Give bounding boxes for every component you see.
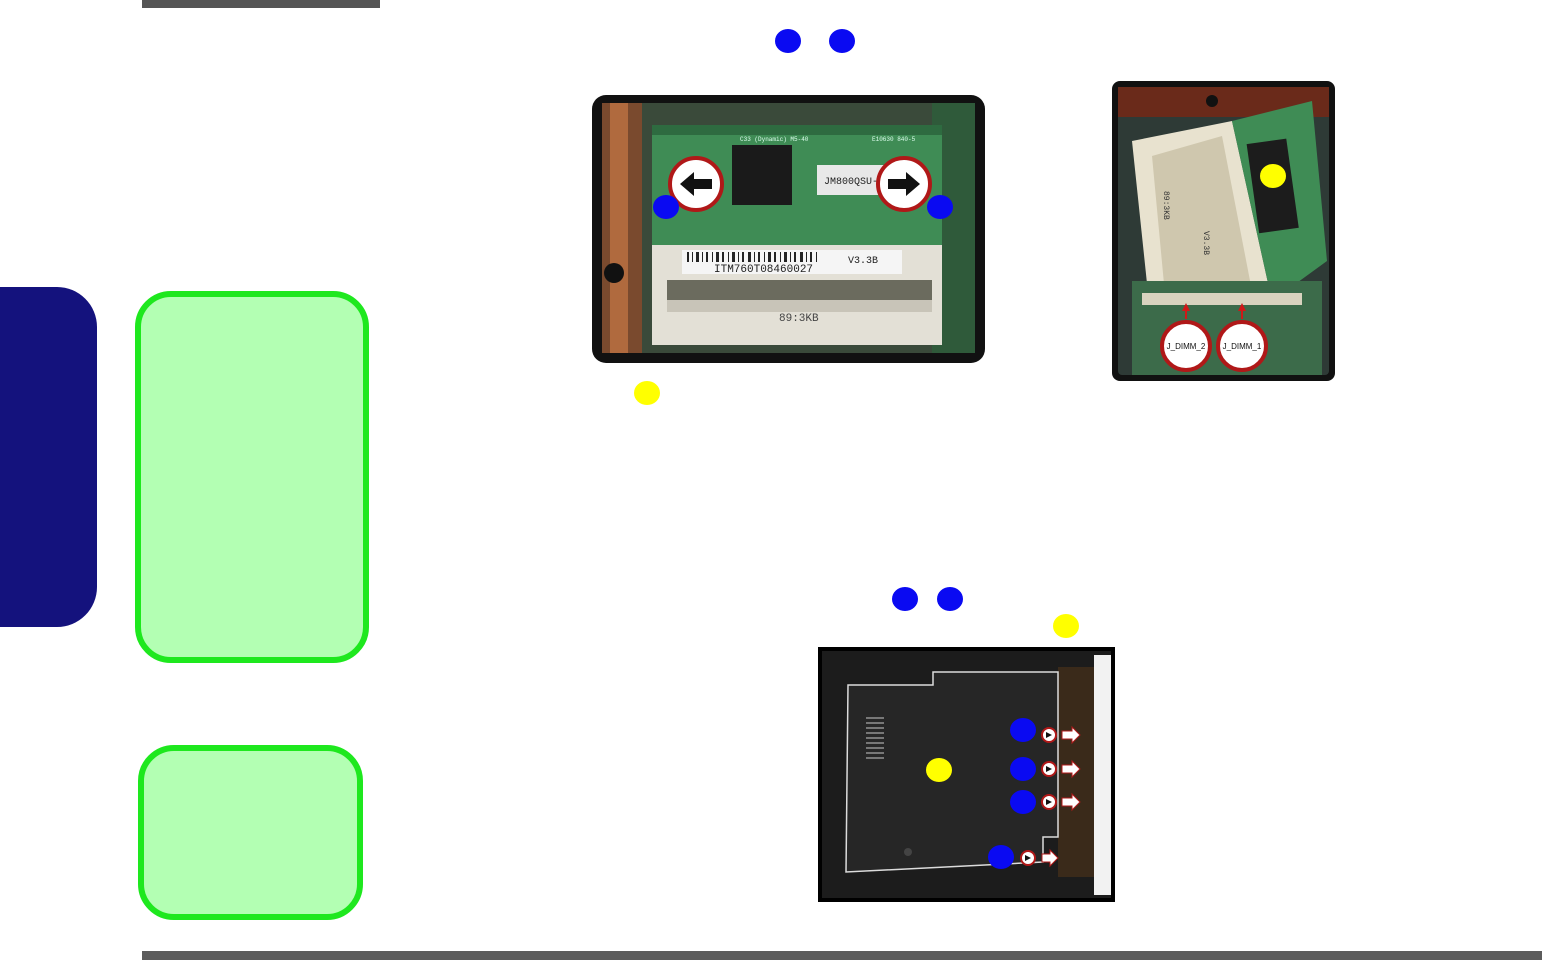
callout-dot-blue xyxy=(1010,790,1036,814)
footer-rule xyxy=(142,951,1542,960)
dimm-board-text-2: V3.3B xyxy=(1201,231,1210,255)
callout-dot-yellow xyxy=(926,758,952,782)
screw-arrow-icon xyxy=(1020,848,1059,868)
dimm-slots-photo: 89:3KB V3.3B J_DIMM_2 J_DIMM_1 xyxy=(1112,81,1335,381)
screw-arrow-icon xyxy=(1041,792,1081,812)
callout-dot-blue xyxy=(775,29,801,53)
screw-arrow-icon xyxy=(1041,759,1081,779)
screw-arrow-icon xyxy=(1041,725,1081,745)
callout-dot-yellow xyxy=(1260,164,1286,188)
callout-dot-blue xyxy=(829,29,855,53)
module-barcode-text: ITM760T08460027 xyxy=(714,264,813,276)
arrow-left-icon xyxy=(668,156,724,212)
callout-dot-yellow xyxy=(1053,614,1079,638)
sidebar-note-box xyxy=(135,291,369,663)
bottom-cover-photo xyxy=(818,647,1115,902)
memory-clips-photo: ITM760T08460027 V3.3B 89:3KB JM800QSU-1 … xyxy=(592,95,985,363)
chip-text-left: C33 (Dynamic) M5-40 xyxy=(740,136,809,143)
callout-dot-blue xyxy=(892,587,918,611)
callout-dot-blue xyxy=(937,587,963,611)
dimm-board-text-1: 89:3KB xyxy=(1161,191,1170,220)
module-version-label: V3.3B xyxy=(848,256,878,267)
callout-dot-blue xyxy=(1010,757,1036,781)
header-rule xyxy=(142,0,380,8)
socket-label: 89:3KB xyxy=(779,313,819,325)
chip-text-right: E10630 840-5 xyxy=(872,136,916,143)
dimm-slot-2-label: J_DIMM_2 xyxy=(1160,303,1212,372)
callout-dot-blue xyxy=(653,195,679,219)
svg-text:J_DIMM_1: J_DIMM_1 xyxy=(1223,342,1262,351)
sidebar-note-box-2 xyxy=(138,745,363,920)
callout-dot-yellow xyxy=(634,381,660,405)
callout-dot-blue xyxy=(1010,718,1036,742)
chapter-side-tab xyxy=(0,287,97,627)
svg-text:J_DIMM_2: J_DIMM_2 xyxy=(1167,342,1206,351)
arrow-right-icon xyxy=(876,156,932,212)
module-part-label: JM800QSU-1 xyxy=(824,177,884,188)
dimm-slot-1-label: J_DIMM_1 xyxy=(1216,303,1268,372)
callout-dot-blue xyxy=(927,195,953,219)
callout-dot-blue xyxy=(988,845,1014,869)
